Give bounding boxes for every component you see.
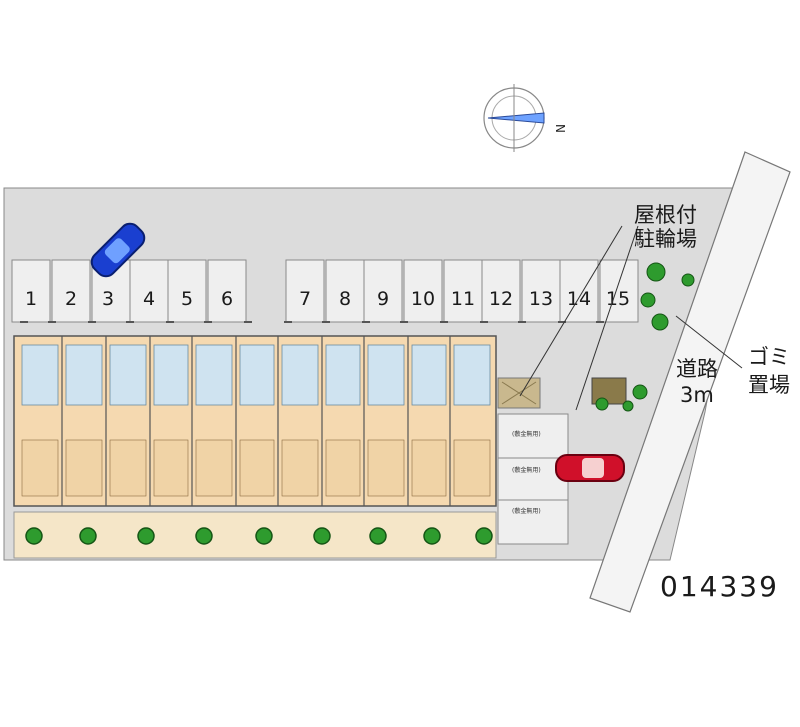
reserved-label: (敷金無用) bbox=[512, 466, 541, 474]
compass-north-label: N bbox=[553, 124, 567, 133]
tree-icon bbox=[475, 527, 493, 545]
bay-numbers: 1 2 3 4 5 6 7 8 9 10 11 12 13 14 15 bbox=[25, 288, 630, 310]
bay-number: 14 bbox=[567, 288, 591, 310]
bay-number: 4 bbox=[143, 288, 155, 310]
road bbox=[589, 151, 791, 613]
bay-number: 12 bbox=[489, 288, 513, 310]
compass-icon: N bbox=[483, 84, 567, 152]
bay-number: 3 bbox=[102, 288, 114, 310]
bike-parking-hatch bbox=[501, 381, 537, 405]
trees-corner bbox=[595, 262, 695, 412]
tree-icon bbox=[313, 527, 331, 545]
unit-floors bbox=[21, 439, 491, 497]
bike-parking-label-line1: 屋根付 bbox=[634, 203, 697, 227]
bay-number: 13 bbox=[529, 288, 553, 310]
unit-rooms bbox=[21, 344, 491, 406]
bay-number: 7 bbox=[299, 288, 311, 310]
bay-number: 15 bbox=[606, 288, 630, 310]
bay-number: 11 bbox=[451, 288, 475, 310]
property-code: 014339 bbox=[660, 570, 779, 603]
bay-number: 2 bbox=[65, 288, 77, 310]
road-label-line2: 3m bbox=[680, 383, 714, 407]
bike-parking-label-line2: 駐輪場 bbox=[634, 227, 697, 251]
tree-icon bbox=[137, 527, 155, 545]
reserved-label: (敷金無用) bbox=[512, 430, 541, 438]
tree-icon bbox=[25, 527, 43, 545]
tree-icon bbox=[195, 527, 213, 545]
blue-car-icon bbox=[90, 222, 146, 278]
reserved-bay-dividers bbox=[498, 457, 568, 501]
garbage-label-line2: 置場 bbox=[748, 373, 790, 397]
red-car-icon bbox=[555, 454, 625, 482]
tree-icon bbox=[255, 527, 273, 545]
garbage-label-line1: ゴミ bbox=[748, 345, 790, 369]
bay-number: 6 bbox=[221, 288, 233, 310]
leader-lines bbox=[519, 225, 743, 411]
unit-dividers bbox=[61, 336, 451, 506]
bay-number: 1 bbox=[25, 288, 37, 310]
reserved-label: (敷金無用) bbox=[512, 507, 541, 515]
tree-icon bbox=[369, 527, 387, 545]
bay-number: 8 bbox=[339, 288, 351, 310]
bay-number: 5 bbox=[181, 288, 193, 310]
tree-icon bbox=[423, 527, 441, 545]
bay-number: 10 bbox=[411, 288, 435, 310]
tree-icon bbox=[79, 527, 97, 545]
trees-front bbox=[25, 527, 493, 545]
reserved-bays bbox=[497, 413, 569, 545]
bay-number: 9 bbox=[377, 288, 389, 310]
road-label-line1: 道路 bbox=[676, 357, 718, 381]
